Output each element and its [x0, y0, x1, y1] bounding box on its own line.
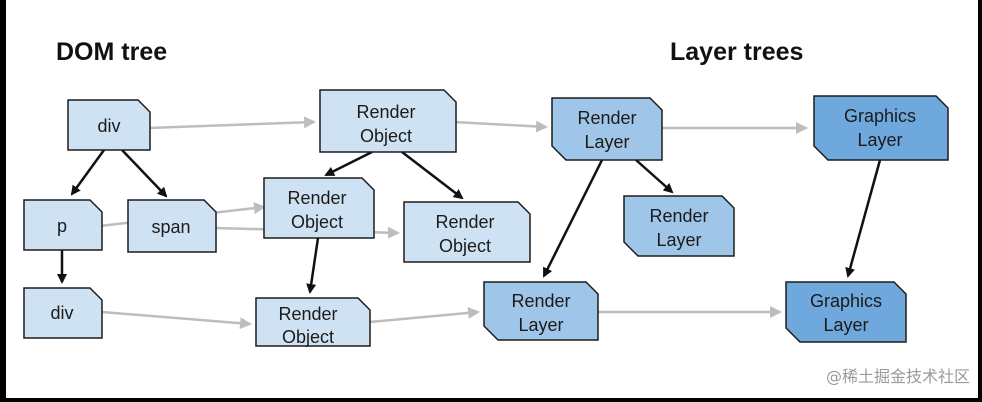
edge-render-layer-to-child — [635, 159, 674, 194]
node-label-line1: Render — [435, 212, 494, 232]
edge-render-object-to-child-right — [401, 151, 464, 200]
node-label-line2: Object — [282, 327, 334, 347]
node-label-line2: Layer — [823, 315, 868, 335]
diagram-canvas: DOM tree Layer trees — [6, 0, 978, 398]
node-label: span — [151, 217, 190, 237]
node-label-line2: Layer — [857, 130, 902, 150]
node-label-line1: Render — [649, 206, 708, 226]
edge-render-object-to-render-layer-bottom — [369, 306, 480, 324]
edge-div-to-render-object — [147, 116, 316, 130]
edge-div-bottom-to-render-object — [101, 310, 252, 330]
node-label-line1: Graphics — [810, 291, 882, 311]
dom-node-div-bottom: div — [23, 287, 103, 339]
edge-render-object-to-render-layer — [453, 120, 548, 133]
render-layer-bottom: Render Layer — [483, 281, 599, 341]
node-label-line1: Render — [278, 304, 337, 324]
render-layer-child: Render Layer — [623, 195, 735, 257]
edge-graphics-layer-to-bottom — [845, 159, 882, 278]
title-dom-tree: DOM tree — [56, 38, 167, 66]
edge-render-object-mid-to-bottom — [306, 237, 320, 294]
node-label-line1: Render — [356, 102, 415, 122]
edge-div-to-span — [121, 149, 168, 198]
node-label-line2: Object — [291, 212, 343, 232]
node-label: p — [57, 216, 67, 236]
render-object-mid: Render Object — [263, 177, 375, 239]
node-label-line1: Render — [287, 188, 346, 208]
node-label-line1: Render — [577, 108, 636, 128]
node-label-line2: Object — [439, 236, 491, 256]
node-label-line1: Render — [511, 291, 570, 311]
edge-render-layer-to-bottom — [542, 159, 604, 278]
tree-edges — [57, 149, 882, 294]
graphics-layer-top: Graphics Layer — [813, 95, 949, 161]
watermark-text: @稀土掘金技术社区 — [826, 367, 970, 386]
node-label: div — [97, 116, 120, 136]
edge-div-to-p — [70, 149, 106, 196]
title-layer-trees: Layer trees — [670, 38, 803, 66]
dom-node-div-top: div — [67, 99, 151, 151]
diagram-svg: DOM tree Layer trees — [23, 38, 970, 386]
frame-bottom-bar — [0, 398, 982, 402]
node-label: div — [50, 303, 73, 323]
graphics-layer-bottom: Graphics Layer — [785, 281, 907, 343]
dom-node-span: span — [127, 199, 217, 253]
render-object-bottom: Render Object — [255, 297, 371, 347]
node-label-line2: Object — [360, 126, 412, 146]
node-label-line2: Layer — [518, 315, 563, 335]
node-label-line1: Graphics — [844, 106, 916, 126]
node-label-line2: Layer — [584, 132, 629, 152]
node-label-line2: Layer — [656, 230, 701, 250]
edge-render-object-to-child-left — [324, 150, 373, 177]
render-layer-top: Render Layer — [551, 97, 663, 161]
render-object-top: Render Object — [319, 89, 457, 153]
dom-node-p: p — [23, 199, 103, 251]
render-object-right: Render Object — [403, 201, 531, 263]
